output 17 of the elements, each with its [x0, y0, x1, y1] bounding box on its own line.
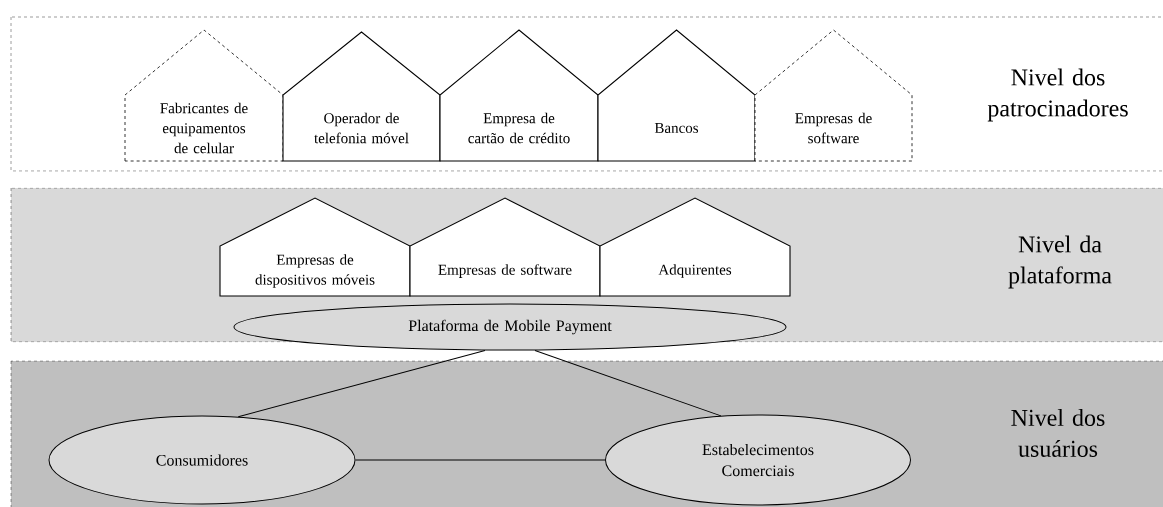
ellipse-node: Consumidores [48, 415, 356, 505]
house-box: Empresas de software [409, 197, 601, 297]
level-heading: Nivel dos usuários [1011, 409, 1105, 457]
level-heading: Nivel da plataforma [1008, 235, 1112, 289]
ellipse-node: Estabelecimentos Comerciais [605, 414, 911, 506]
house-box: Operador de telefonia móvel [282, 31, 441, 162]
house-box: Fabricantes de equipamentos de celular [124, 29, 284, 162]
connector-line [534, 350, 722, 417]
house-box: Empresa de cartão de crédito [439, 29, 599, 162]
house-box: Bancos [597, 29, 756, 162]
ellipse-node: Plataforma de Mobile Payment [233, 303, 787, 351]
connector-line [237, 350, 486, 418]
house-box: Adquirentes [599, 197, 791, 297]
house-box: Empresas de dispositivos móveis [219, 197, 411, 297]
connector-line [355, 459, 606, 461]
house-box: Empresas de software [754, 29, 913, 162]
level-heading: Nivel dos patrocinadores [987, 68, 1128, 122]
